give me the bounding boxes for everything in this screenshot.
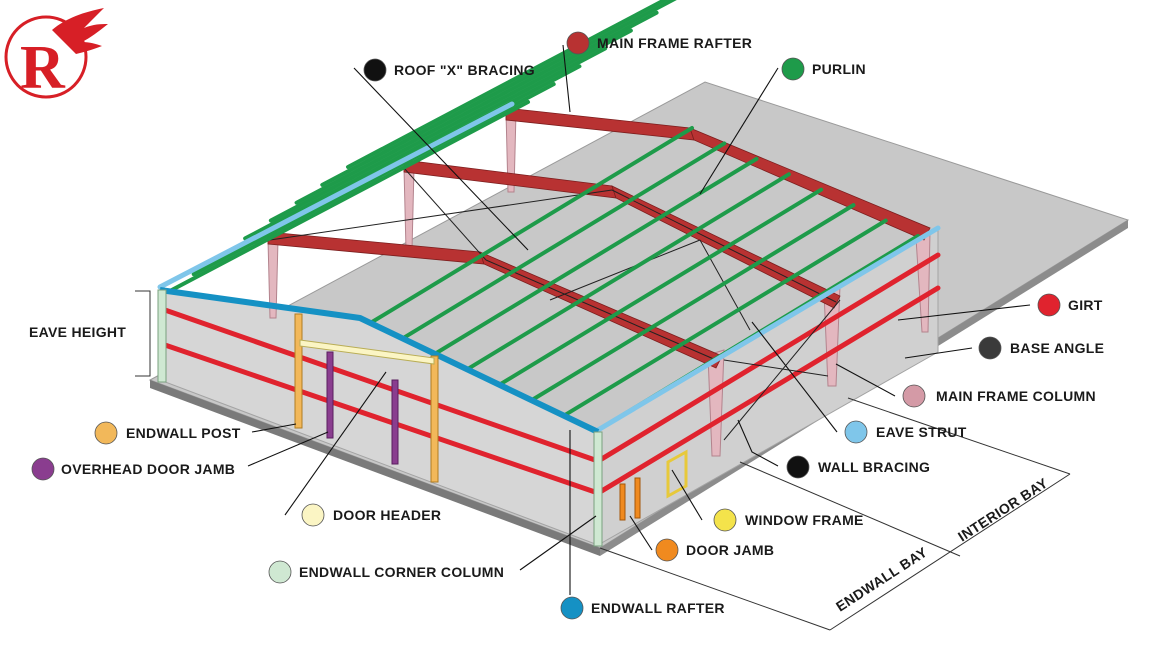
- door-header-dot: [301, 503, 325, 527]
- callout-endwall-corner-column: ENDWALL CORNER COLUMN: [268, 560, 504, 584]
- purlin-right-5: [499, 187, 824, 386]
- endwall-bay-dimension: ENDWALL BAY: [833, 543, 930, 614]
- overhead-door-jamb-dot: [31, 457, 55, 481]
- callout-door-header: DOOR HEADER: [301, 503, 441, 527]
- eave-struts: [157, 101, 941, 433]
- callout-endwall-post: ENDWALL POST: [94, 421, 241, 445]
- callout-wall-bracing: WALL BRACING: [786, 455, 930, 479]
- purlin-left-1: [166, 100, 530, 294]
- base-angle-label: BASE ANGLE: [1010, 340, 1104, 356]
- purlin-left-6: [294, 10, 659, 205]
- door-header-label: DOOR HEADER: [333, 507, 441, 523]
- purlin-left-7: [320, 0, 677, 187]
- roof-x-bracing-label: ROOF "X" BRACING: [394, 62, 535, 78]
- purlin-left-8: [346, 0, 669, 169]
- main-frame-rafter-label: MAIN FRAME RAFTER: [597, 35, 752, 51]
- window-frame: [666, 449, 688, 499]
- window-frame-label: WINDOW FRAME: [745, 512, 864, 528]
- callout-door-jamb: DOOR JAMB: [655, 538, 774, 562]
- door-jamb-label: DOOR JAMB: [686, 542, 774, 558]
- wall-bracing-dot: [786, 455, 810, 479]
- logo: R: [4, 8, 108, 102]
- purlin-right-4: [466, 172, 791, 371]
- wall-bracing: [723, 299, 841, 441]
- roof-x-bracing: [269, 167, 837, 361]
- door-header: [299, 339, 435, 365]
- slab-edge: [150, 380, 600, 556]
- endwall-rafter-label: ENDWALL RAFTER: [591, 600, 725, 616]
- overhead-door-jamb-label: OVERHEAD DOOR JAMB: [61, 461, 235, 477]
- purlin-right-1: [370, 126, 694, 324]
- purlin-dot: [781, 57, 805, 81]
- leader-lines: [247, 44, 1031, 595]
- purlin-right-2: [402, 141, 727, 340]
- girt-dot: [1037, 293, 1061, 317]
- purlin-left-4: [243, 46, 608, 241]
- main-frame-columns: [267, 111, 931, 457]
- purlin-label: PURLIN: [812, 61, 866, 77]
- wall-bracing-label: WALL BRACING: [818, 459, 930, 475]
- purlin-left-5: [268, 28, 633, 223]
- callout-purlin: PURLIN: [781, 57, 866, 81]
- dimension-lines: [135, 290, 1071, 631]
- callout-window-frame: WINDOW FRAME: [713, 508, 864, 532]
- endwall-rafter-dot: [560, 596, 584, 620]
- eave-height-label: EAVE HEIGHT: [29, 324, 126, 340]
- callout-roof-x-bracing: ROOF "X" BRACING: [363, 58, 535, 82]
- interior-bay-dimension: INTERIOR BAY: [955, 474, 1051, 544]
- purlin-right-3: [434, 156, 759, 355]
- overhead-door-jambs: [326, 351, 399, 465]
- window-frame-dot: [713, 508, 737, 532]
- main-frame-rafter-dot: [566, 31, 590, 55]
- callout-main-frame-rafter: MAIN FRAME RAFTER: [566, 31, 752, 55]
- girts: [162, 252, 941, 495]
- door-jambs: [619, 477, 641, 521]
- purlin-right-6: [531, 203, 856, 402]
- endwall-corner-column-dot: [268, 560, 292, 584]
- logo-letter: R: [20, 34, 66, 102]
- endwall-rafter: [159, 287, 600, 435]
- base-angle-dot: [978, 336, 1002, 360]
- main-frame-column-label: MAIN FRAME COLUMN: [936, 388, 1096, 404]
- callout-main-frame-column: MAIN FRAME COLUMN: [902, 384, 1096, 408]
- endwall-post-dot: [94, 421, 118, 445]
- main-frame-column-dot: [902, 384, 926, 408]
- endwall-corner-columns: [157, 289, 603, 547]
- callout-overhead-door-jamb: OVERHEAD DOOR JAMB: [31, 457, 235, 481]
- callout-eave-strut: EAVE STRUT: [844, 420, 967, 444]
- main-frame-rafters: [267, 107, 931, 369]
- purlin-right-7: [563, 218, 888, 417]
- endwall-posts: [294, 313, 439, 483]
- roof-x-bracing-dot: [363, 58, 387, 82]
- door-jamb-dot: [655, 538, 679, 562]
- callout-base-angle: BASE ANGLE: [978, 336, 1104, 360]
- callout-endwall-rafter: ENDWALL RAFTER: [560, 596, 725, 620]
- endwall-corner-column-label: ENDWALL CORNER COLUMN: [299, 564, 504, 580]
- logo-wing: [52, 8, 108, 54]
- eave-strut-label: EAVE STRUT: [876, 424, 967, 440]
- endwall-post-label: ENDWALL POST: [126, 425, 241, 441]
- eave-strut-dot: [844, 420, 868, 444]
- callout-girt: GIRT: [1037, 293, 1103, 317]
- girt-label: GIRT: [1068, 297, 1103, 313]
